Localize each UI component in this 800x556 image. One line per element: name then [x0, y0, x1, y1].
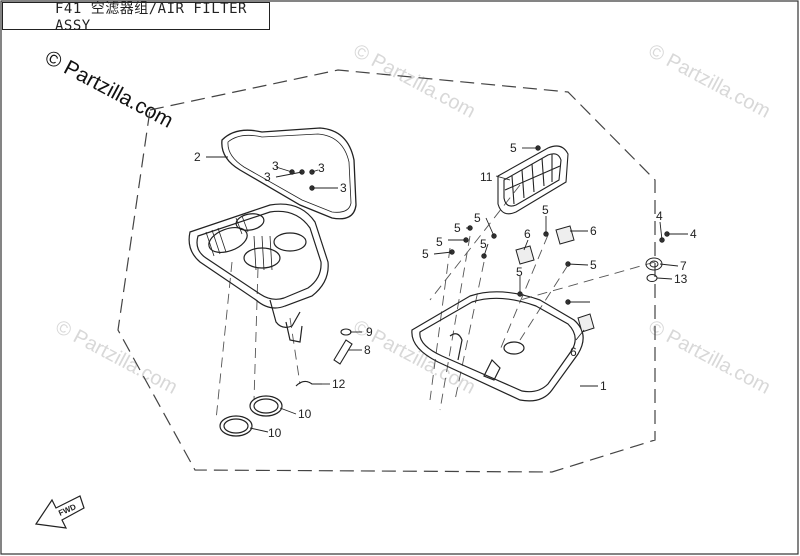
callout-5: 5: [474, 211, 481, 225]
part-2-gasket: [221, 127, 357, 220]
part-1-cover: [411, 291, 584, 402]
callout-10: 10: [268, 426, 282, 440]
callout-2: 2: [194, 150, 201, 164]
part-2-gasket-inner: [227, 133, 352, 213]
callout-7: 7: [680, 259, 687, 273]
callout-4: 4: [690, 227, 697, 241]
callout-1: 1: [600, 379, 607, 393]
callout-5: 5: [590, 258, 597, 272]
callout-8: 8: [364, 343, 371, 357]
callout-5: 5: [510, 141, 517, 155]
callout-6: 6: [570, 345, 577, 359]
callout-3: 3: [340, 181, 347, 195]
callout-5: 5: [454, 221, 461, 235]
callout-5: 5: [480, 237, 487, 251]
callout-12: 12: [332, 377, 346, 391]
part-10-clamps: [219, 395, 283, 437]
callout-13: 13: [674, 272, 688, 286]
callout-3: 3: [264, 170, 271, 184]
callout-11: 11: [480, 170, 493, 184]
callout-10: 10: [298, 407, 312, 421]
air-box-body: [188, 203, 329, 343]
leader-lines: [206, 147, 688, 433]
part-6-pads: [515, 225, 595, 333]
assembly-boundary: [117, 69, 656, 473]
fwd-arrow-icon: FWD: [34, 495, 85, 529]
callout-6: 6: [524, 227, 531, 241]
callout-5: 5: [436, 235, 443, 249]
callout-5: 5: [422, 247, 429, 261]
callout-9: 9: [366, 325, 373, 339]
alignment-lines: [215, 184, 656, 421]
callout-4: 4: [656, 209, 663, 223]
callout-3: 3: [272, 159, 279, 173]
callout-6: 6: [590, 224, 597, 238]
part-11-filter-element: [497, 145, 569, 215]
air-box-bellows: [205, 215, 273, 271]
callouts: 2 3 3 3 3 11 5 5 5 5 5 5 5 5 5 6 6 6 4 4…: [194, 141, 697, 440]
callout-5: 5: [542, 203, 549, 217]
callout-3: 3: [318, 161, 325, 175]
callout-5: 5: [516, 265, 523, 279]
